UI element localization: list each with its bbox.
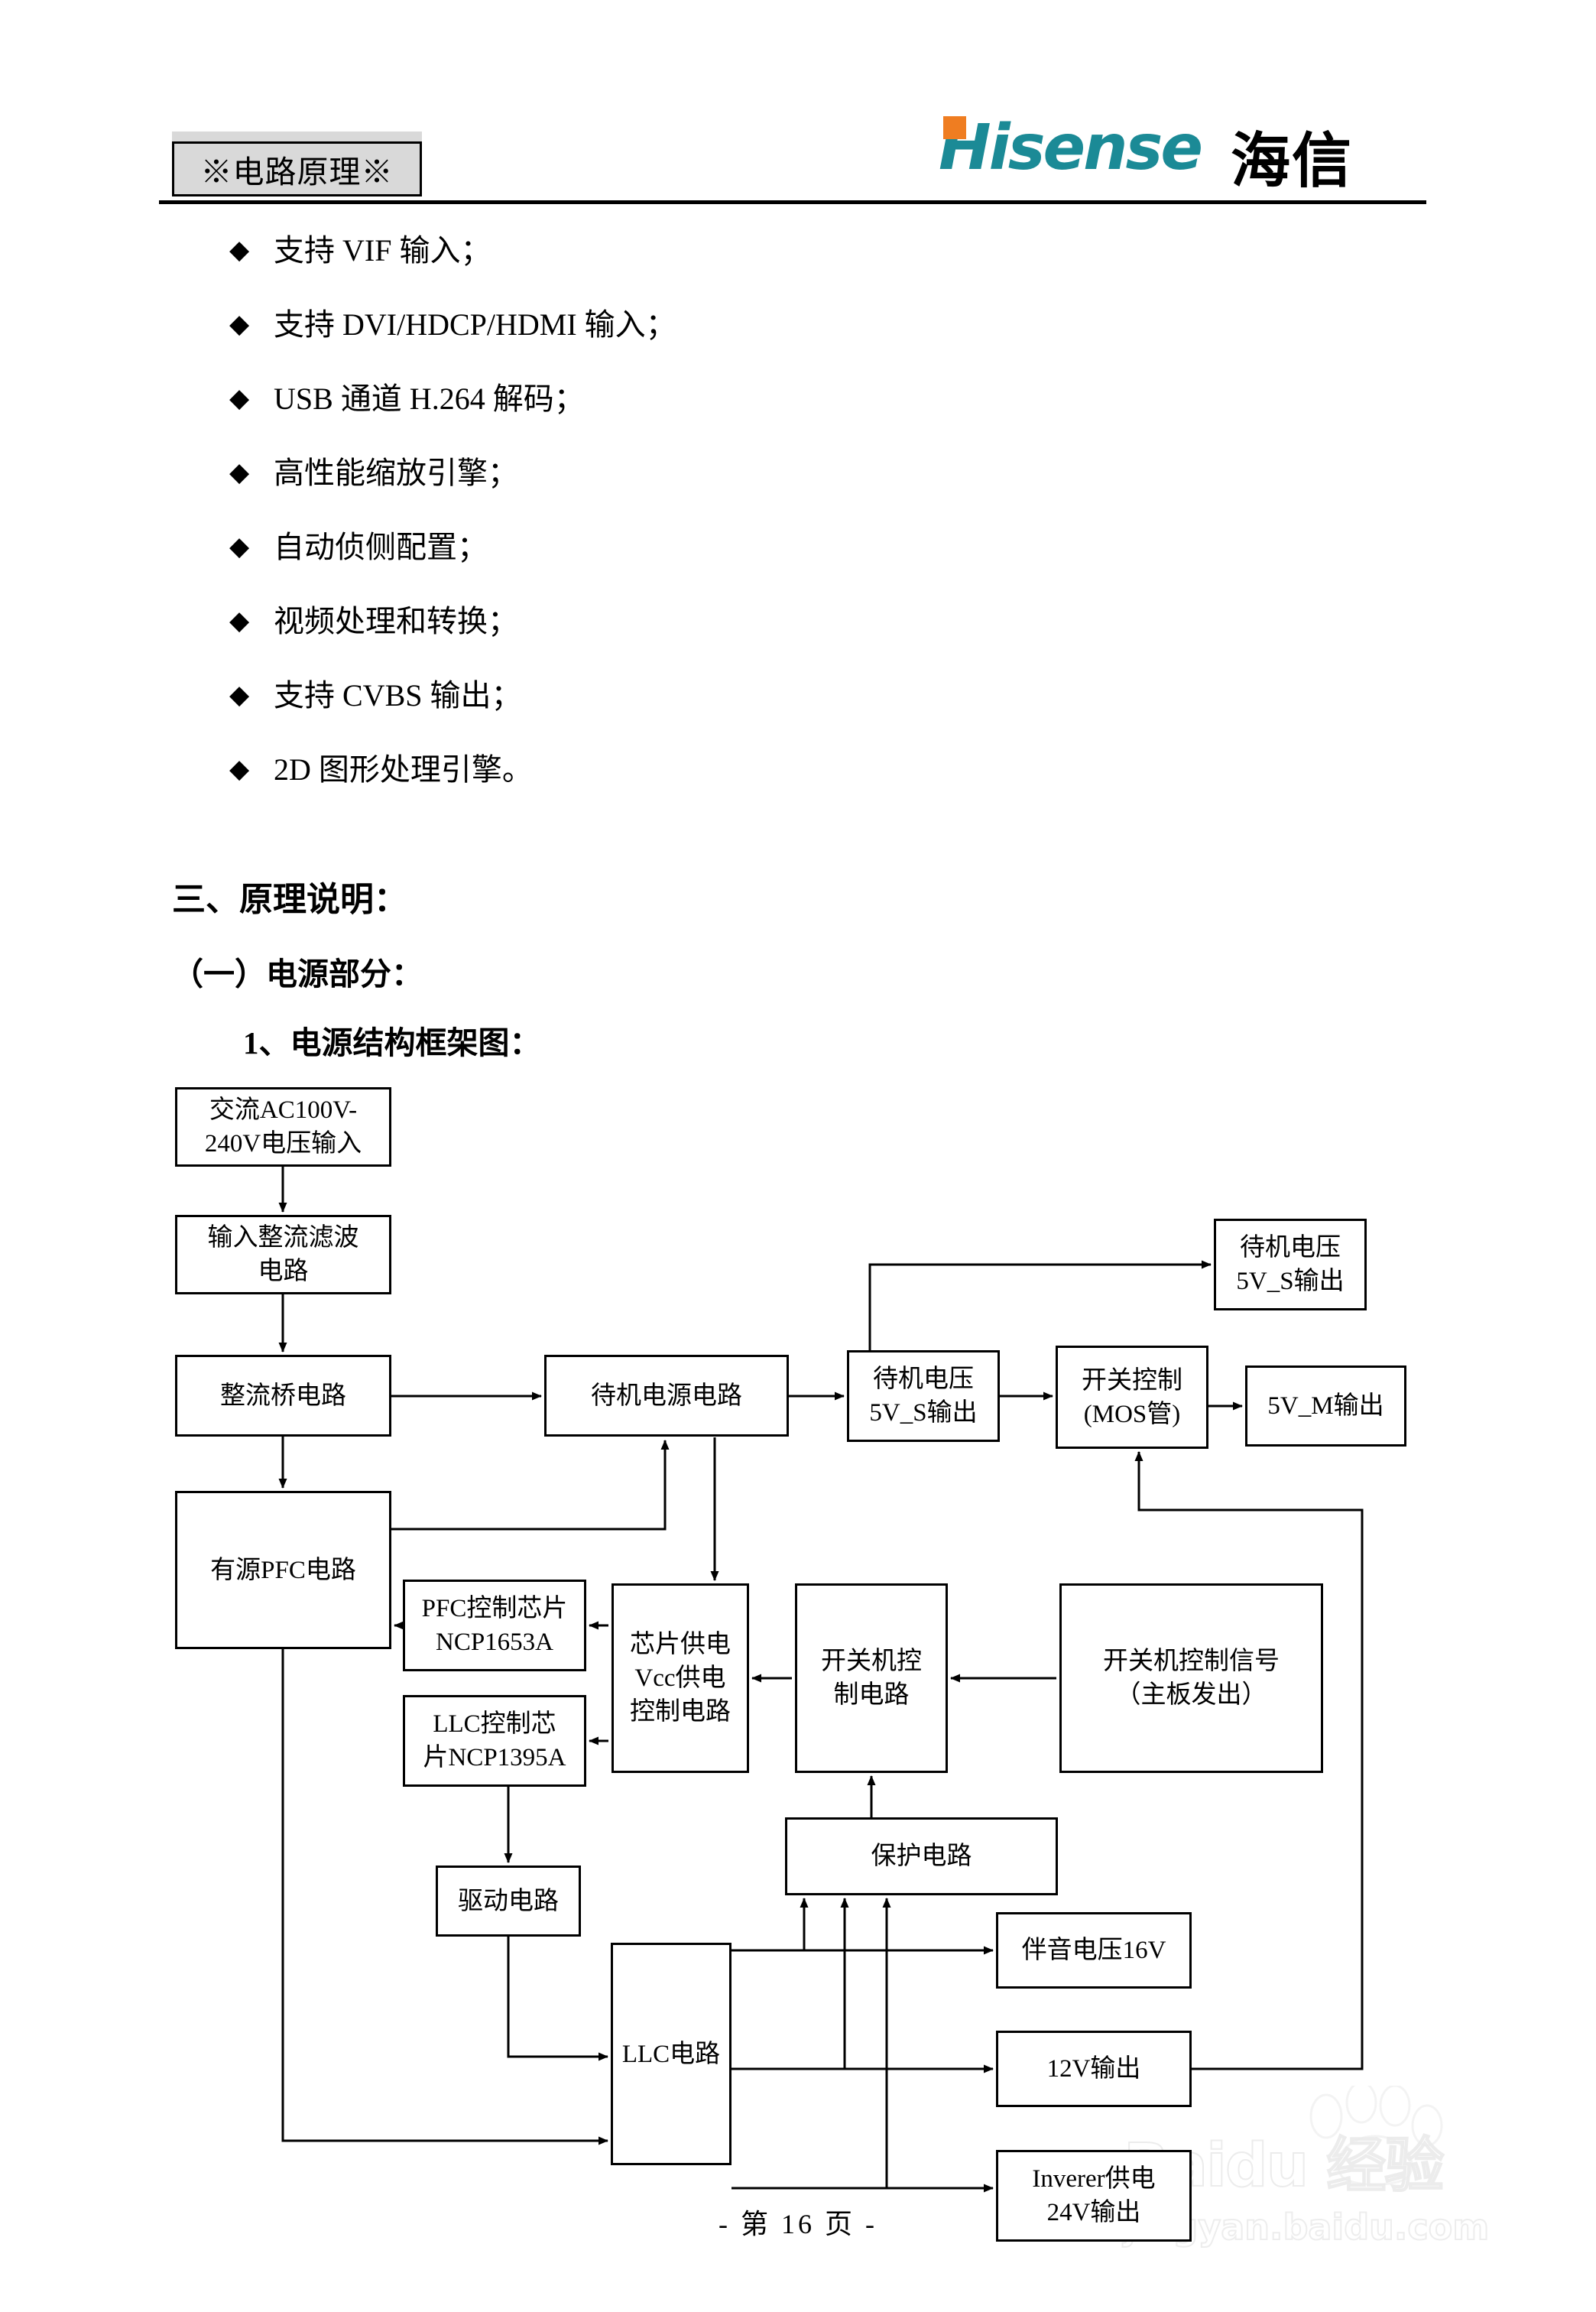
header-box-shadow (172, 132, 422, 144)
subsection-heading: （一）电源部分： (172, 956, 423, 992)
diagram-node-vcc-supply-control: 芯片供电 Vcc供电 控制电路 (611, 1583, 749, 1773)
list-item: ◆ 高性能缩放引擎； (229, 452, 1376, 526)
diagram-node-active-pfc: 有源PFC电路 (175, 1491, 391, 1649)
list-item: ◆ 自动侦侧配置； (229, 526, 1376, 600)
diagram-node-standby-voltage-5vs-b: 待机电压 5V_S输出 (1214, 1219, 1367, 1310)
list-item: ◆ 支持 DVI/HDCP/HDMI 输入； (229, 304, 1376, 378)
list-item-label: 支持 CVBS 输出； (274, 678, 522, 713)
list-item: ◆ 支持 VIF 输入； (229, 229, 1376, 304)
list-item-label: 自动侦侧配置； (274, 530, 488, 564)
header-title-box: ※电路原理※ (172, 141, 422, 196)
section-heading: 三、原理说明： (172, 881, 407, 918)
diagram-node-ac-input: 交流AC100V- 240V电压输入 (175, 1087, 391, 1167)
list-item: ◆ 2D 图形处理引擎。 (229, 748, 1376, 823)
diagram-node-standby-power-circuit: 待机电源电路 (544, 1355, 789, 1437)
header-divider (159, 200, 1426, 204)
list-item: ◆ 视频处理和转换； (229, 600, 1376, 674)
list-item-label: USB 通道 H.264 解码； (274, 382, 585, 416)
feature-bullet-list: ◆ 支持 VIF 输入； ◆ 支持 DVI/HDCP/HDMI 输入； ◆ US… (229, 229, 1376, 823)
diagram-node-12v-output: 12V输出 (996, 2031, 1192, 2107)
diamond-bullet-icon: ◆ (229, 681, 250, 710)
list-item-label: 支持 VIF 输入； (274, 233, 491, 268)
diagram-node-llc-circuit: LLC电路 (611, 1943, 732, 2165)
diagram-node-power-onoff-control-signal: 开关机控制信号 （主板发出） (1059, 1583, 1323, 1773)
diagram-node-switch-control-mos: 开关控制 (MOS管) (1056, 1346, 1208, 1449)
diagram-node-bridge-rectifier: 整流桥电路 (175, 1355, 391, 1437)
item-heading: 1、电源结构框架图： (243, 1025, 541, 1060)
diagram-node-power-onoff-control-circuit: 开关机控 制电路 (795, 1583, 948, 1773)
diamond-bullet-icon: ◆ (229, 385, 250, 413)
diagram-node-5vm-output: 5V_M输出 (1245, 1365, 1406, 1447)
list-item: ◆ USB 通道 H.264 解码； (229, 378, 1376, 452)
list-item-label: 2D 图形处理引擎。 (274, 752, 533, 787)
diamond-bullet-icon: ◆ (229, 236, 250, 265)
list-item: ◆ 支持 CVBS 输出； (229, 674, 1376, 748)
diagram-node-inverter-24v-output: Inverer供电 24V输出 (996, 2150, 1192, 2242)
diamond-bullet-icon: ◆ (229, 459, 250, 487)
diagram-node-protection-circuit: 保护电路 (785, 1817, 1058, 1895)
list-item-label: 高性能缩放引擎； (274, 456, 518, 490)
page-footer: - 第 16 页 - (719, 2209, 877, 2239)
diamond-bullet-icon: ◆ (229, 310, 250, 339)
hisense-logo-latin: Hisense (939, 112, 1203, 184)
hisense-logo: Hisense 海信 (939, 107, 1428, 196)
diamond-bullet-icon: ◆ (229, 755, 250, 784)
list-item-label: 支持 DVI/HDCP/HDMI 输入； (274, 307, 676, 342)
diamond-bullet-icon: ◆ (229, 607, 250, 635)
diagram-node-llc-control-chip: LLC控制芯 片NCP1395A (403, 1695, 586, 1787)
list-item-label: 视频处理和转换； (274, 604, 518, 638)
diagram-node-input-rectifier-filter: 输入整流滤波 电路 (175, 1215, 391, 1294)
diagram-node-pfc-control-chip: PFC控制芯片 NCP1653A (403, 1580, 586, 1671)
header-title-text: ※电路原理※ (200, 154, 394, 190)
diagram-node-audio-voltage-16v: 伴音电压16V (996, 1912, 1192, 1989)
hisense-logo-accent-square (943, 116, 966, 139)
diamond-bullet-icon: ◆ (229, 533, 250, 561)
diagram-node-standby-voltage-5vs-a: 待机电压 5V_S输出 (847, 1350, 1000, 1442)
hisense-logo-chinese: 海信 (1231, 127, 1354, 196)
diagram-node-driver-circuit: 驱动电路 (436, 1866, 581, 1937)
